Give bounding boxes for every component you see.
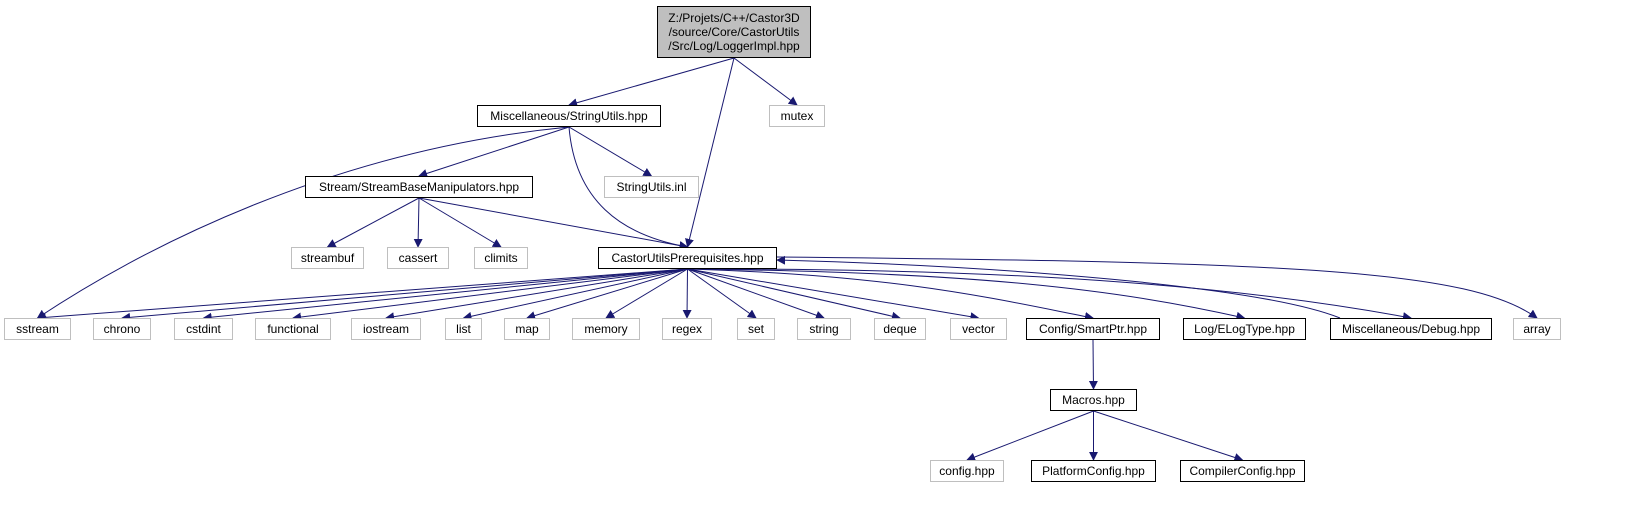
node-label: Miscellaneous/StringUtils.hpp	[490, 109, 648, 123]
edge-root-to-stringutils	[568, 57, 735, 108]
node-label: sstream	[16, 322, 59, 336]
node-label: iostream	[362, 322, 409, 336]
node-memory: memory	[572, 318, 640, 340]
node-smartptr[interactable]: Config/SmartPtr.hpp	[1026, 318, 1160, 340]
node-elogtype[interactable]: Log/ELogType.hpp	[1183, 318, 1306, 340]
node-streambuf: streambuf	[291, 247, 364, 269]
node-label: chrono	[103, 322, 141, 336]
edge-streambase-to-cassert	[413, 197, 423, 248]
edge-prereq-to-chrono	[121, 268, 688, 322]
node-sstream: sstream	[4, 318, 71, 340]
node-stringutils[interactable]: Miscellaneous/StringUtils.hpp	[477, 105, 661, 127]
edge-prereq-to-regex	[682, 268, 692, 319]
node-castorutilsprerequisites[interactable]: CastorUtilsPrerequisites.hpp	[598, 247, 777, 269]
node-compilerconfig[interactable]: CompilerConfig.hpp	[1180, 460, 1305, 482]
node-label: StringUtils.inl	[616, 180, 687, 194]
edge-root-to-prereq	[685, 57, 735, 248]
edge-stringutils-to-streambase	[418, 126, 570, 178]
edge-prereq-to-string	[687, 268, 825, 320]
node-cstdint: cstdint	[174, 318, 233, 340]
edge-prereq-to-smartptr	[687, 268, 1094, 321]
edge-prereq-to-sstream	[36, 268, 688, 322]
node-functional: functional	[255, 318, 331, 340]
node-label: array	[1523, 322, 1551, 336]
node-label: regex	[671, 322, 703, 336]
edge-streambase-to-prereq	[418, 197, 689, 250]
node-label: CompilerConfig.hpp	[1189, 464, 1296, 478]
edge-prereq-to-list	[462, 268, 688, 321]
edge-root-to-mutex	[733, 57, 798, 106]
root-line-3: /Src/Log/LoggerImpl.hpp	[668, 39, 800, 53]
edge-prereq-to-memory	[605, 268, 688, 319]
node-regex: regex	[662, 318, 712, 340]
edge-prereq-to-functional	[292, 268, 688, 322]
node-string: string	[797, 318, 851, 340]
node-label: Log/ELogType.hpp	[1194, 322, 1295, 336]
node-root-loggerimpl[interactable]: Z:/Projets/C++/Castor3D /source/Core/Cas…	[657, 6, 811, 58]
node-label: functional	[267, 322, 319, 336]
node-label: list	[456, 322, 471, 336]
edge-macros-to-confighpp	[966, 410, 1094, 462]
node-stringutils-inl: StringUtils.inl	[604, 176, 699, 198]
node-config-hpp: config.hpp	[930, 460, 1004, 482]
node-array: array	[1513, 318, 1561, 340]
edge-macros-to-compilerconfig	[1093, 410, 1244, 462]
node-cassert: cassert	[387, 247, 449, 269]
edge-prereq-to-map	[526, 268, 688, 320]
edge-prereq-to-set	[687, 268, 757, 319]
node-platformconfig[interactable]: PlatformConfig.hpp	[1031, 460, 1156, 482]
edge-prereq-to-cstdint	[202, 268, 688, 322]
edge-prereq-to-deque	[687, 268, 901, 321]
edge-prereq-to-elogtype	[687, 268, 1246, 321]
root-line-1: Z:/Projets/C++/Castor3D	[668, 11, 800, 25]
node-label: Config/SmartPtr.hpp	[1038, 322, 1148, 336]
edge-prereq-to-debug	[687, 268, 1412, 321]
node-iostream: iostream	[351, 318, 421, 340]
node-label: map	[515, 322, 539, 336]
node-label: cassert	[398, 251, 438, 265]
edge-prereq-to-array	[776, 256, 1538, 319]
node-deque: deque	[874, 318, 926, 340]
node-map: map	[504, 318, 550, 340]
node-label: climits	[484, 251, 518, 265]
node-climits: climits	[474, 247, 528, 269]
node-label: mutex	[780, 109, 814, 123]
node-vector: vector	[950, 318, 1007, 340]
node-debug[interactable]: Miscellaneous/Debug.hpp	[1330, 318, 1492, 340]
node-label: Stream/StreamBaseManipulators.hpp	[318, 180, 520, 194]
node-streambasemanipulators[interactable]: Stream/StreamBaseManipulators.hpp	[305, 176, 533, 198]
edge-stringutils-to-prereq	[568, 126, 689, 251]
node-label: deque	[883, 322, 917, 336]
node-label: streambuf	[300, 251, 355, 265]
node-label: vector	[962, 322, 995, 336]
node-label: set	[747, 322, 764, 336]
node-mutex: mutex	[769, 105, 825, 127]
edge-smartptr-to-macros	[1088, 339, 1098, 390]
node-label: memory	[584, 322, 628, 336]
edge-prereq-to-vector	[687, 268, 980, 322]
node-label: Macros.hpp	[1062, 393, 1125, 407]
node-label: string	[809, 322, 839, 336]
edge-stringutils-to-stringutilsinl	[568, 126, 653, 177]
node-label: config.hpp	[939, 464, 995, 478]
node-label: CastorUtilsPrerequisites.hpp	[611, 251, 764, 265]
edge-streambase-to-streambuf	[326, 197, 420, 248]
edge-prereq-to-iostream	[385, 268, 688, 322]
edge-debug-to-prereq	[776, 255, 1341, 319]
edge-stringutils-to-sstream	[36, 126, 570, 319]
node-label: Miscellaneous/Debug.hpp	[1341, 322, 1481, 336]
node-macros[interactable]: Macros.hpp	[1050, 389, 1137, 411]
node-set: set	[737, 318, 775, 340]
node-label: PlatformConfig.hpp	[1042, 464, 1145, 478]
edge-streambase-to-climits	[418, 197, 502, 248]
node-list: list	[445, 318, 482, 340]
node-chrono: chrono	[93, 318, 151, 340]
node-label: cstdint	[186, 322, 221, 336]
root-line-2: /source/Core/CastorUtils	[668, 25, 800, 39]
